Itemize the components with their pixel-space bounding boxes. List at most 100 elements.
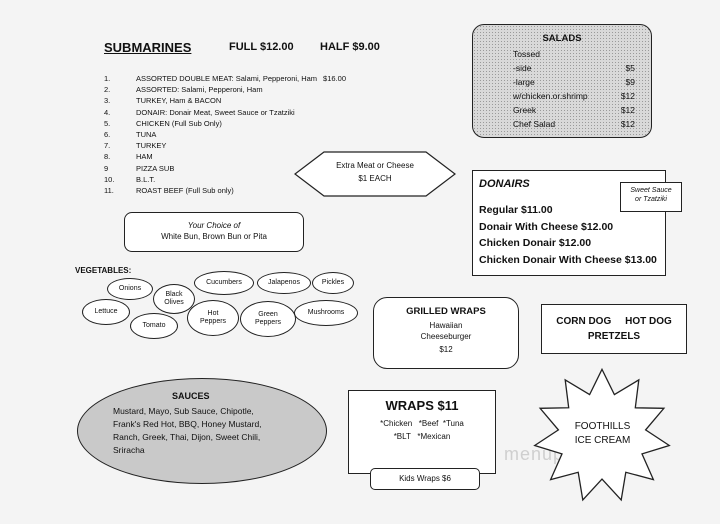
salad-item-name: Greek — [513, 105, 537, 115]
donairs-title: DONAIRS — [479, 178, 530, 190]
submarine-item-number: 3. — [104, 96, 111, 106]
sauces-list: Mustard, Mayo, Sub Sauce, Chipotle, Frank… — [113, 405, 262, 457]
bun-choice-box: Your Choice of White Bun, Brown Bun or P… — [124, 212, 304, 252]
donair-sauce-line2: or Tzatziki — [635, 196, 667, 203]
salads-title: SALADS — [542, 33, 582, 44]
sauce-line: Frank's Red Hot, BBQ, Honey Mustard, — [113, 419, 262, 429]
submarine-item-number: 4. — [104, 107, 111, 117]
grilled-wraps-line2: Cheeseburger — [420, 332, 472, 341]
submarine-item-number: 8. — [104, 152, 111, 162]
donair-item: Chicken Donair With Cheese $13.00 — [479, 253, 657, 266]
donair-item: Donair With Cheese $12.00 — [479, 220, 614, 233]
submarine-item-name: TUNA — [136, 130, 157, 140]
sauce-line: Sriracha — [113, 445, 145, 455]
submarines-half-price: HALF $9.00 — [320, 41, 380, 53]
submarine-item-name: ASSORTED: Salami, Pepperoni, Ham — [136, 85, 263, 95]
donair-sauce-line1: Sweet Sauce — [630, 187, 672, 194]
veg-tomato: Tomato — [130, 313, 178, 339]
foothills-line2: ICE CREAM — [574, 435, 631, 446]
salad-item: Chef Salad $12 — [513, 117, 635, 131]
submarine-item-number: 6. — [104, 130, 111, 140]
salad-item-price: $12 — [620, 105, 635, 115]
submarine-item: 2. ASSORTED: Salami, Pepperoni, Ham — [104, 84, 346, 95]
extra-meat-line1: Extra Meat or Cheese — [336, 161, 414, 170]
submarine-item-number: 5. — [104, 118, 111, 128]
submarine-item-number: 9 — [104, 163, 109, 173]
veg-green-peppers: Green Peppers — [240, 301, 296, 337]
grilled-wraps-title: GRILLED WRAPS — [406, 306, 486, 317]
corn-dog-box: CORN DOG HOT DOG PRETZELS — [541, 304, 687, 354]
sauces-title: SAUCES — [172, 391, 210, 401]
salad-item-name: -large — [513, 77, 535, 87]
submarine-item-name: TURKEY — [136, 141, 167, 151]
foothills-starburst — [533, 367, 671, 502]
salad-item-price: $12 — [620, 119, 635, 129]
submarine-item-name: TURKEY, Ham & BACON — [136, 96, 222, 106]
submarine-item: 11. ROAST BEEF (Full Sub only) — [104, 185, 346, 196]
extra-meat-hexagon — [294, 151, 456, 197]
submarine-item-number: 1. — [104, 74, 111, 83]
grilled-wraps-box: GRILLED WRAPS Hawaiian Cheeseburger $12 — [373, 297, 519, 369]
submarine-item: 10. B.L.T. — [104, 174, 346, 185]
veg-onions: Onions — [107, 278, 153, 300]
submarine-item-name: ASSORTED DOUBLE MEAT: Salami, Pepperoni,… — [136, 74, 318, 83]
submarine-item-name: PIZZA SUB — [136, 163, 175, 173]
salad-item: Greek $12 — [513, 103, 635, 117]
wraps-line2: *BLT *Mexican — [393, 432, 451, 441]
salads-header: Tossed — [513, 49, 540, 59]
wraps-title: WRAPS $11 — [385, 398, 459, 413]
submarines-list: 1. ASSORTED DOUBLE MEAT: Salami, Pepperon… — [104, 73, 346, 196]
corn-dog-line1: CORN DOG HOT DOG — [556, 316, 672, 327]
salad-item: w/chicken.or.shrimp $12 — [513, 89, 635, 103]
submarine-item-name: DONAIR: Donair Meat, Sweet Sauce or Tzat… — [136, 107, 295, 117]
submarine-item: 6. TUNA — [104, 129, 346, 140]
submarine-item-name: CHICKEN (Full Sub Only) — [136, 118, 222, 128]
submarine-item: 9 PIZZA SUB — [104, 163, 346, 174]
extra-meat-line2: $1 EACH — [358, 174, 392, 183]
salads-list: Tossed -side$5 -large $9 w/chicken.or.shrim… — [513, 47, 635, 131]
salad-item-price: $9 — [625, 77, 635, 87]
submarine-item-number: 2. — [104, 85, 111, 95]
submarines-full-price: FULL $12.00 — [229, 41, 294, 53]
submarine-item: 8.HAM — [104, 151, 346, 162]
salad-item-price: $5 — [625, 63, 635, 73]
kids-wraps-label: Kids Wraps $6 — [399, 474, 451, 483]
veg-hot-peppers: Hot Peppers — [187, 300, 239, 336]
donair-item: Regular $11.00 — [479, 204, 553, 216]
bun-choice-line1: Your Choice of — [187, 221, 241, 230]
corn-dog-line2: PRETZELS — [587, 331, 641, 342]
submarine-item-name: B.L.T. — [136, 174, 156, 184]
salad-item-price: $12 — [620, 91, 635, 101]
sauce-line: Mustard, Mayo, Sub Sauce, Chipotle, — [113, 406, 254, 416]
submarine-item-price: $16.00 — [323, 74, 346, 83]
veg-mushrooms: Mushrooms — [294, 300, 358, 326]
bun-choice-line2: White Bun, Brown Bun or Pita — [161, 232, 267, 241]
salad-item: -side$5 — [513, 61, 635, 75]
submarine-item: 7. TURKEY — [104, 140, 346, 151]
submarine-item-number: 11. — [104, 186, 114, 196]
submarine-item: 1. ASSORTED DOUBLE MEAT: Salami, Pepperon… — [104, 73, 346, 84]
submarine-item: 3. TURKEY, Ham & BACON — [104, 95, 346, 106]
foothills-line1: FOOTHILLS — [574, 421, 631, 432]
wraps-box: WRAPS $11 *Chicken *Beef *Tuna *BLT *Mex… — [348, 390, 496, 474]
submarine-item-number: 7. — [104, 141, 111, 151]
grilled-wraps-line1: Hawaiian — [429, 321, 463, 330]
veg-jalapenos: Jalapenos — [257, 272, 311, 294]
salad-item-name: w/chicken.or.shrimp — [513, 91, 588, 101]
kids-wraps-box: Kids Wraps $6 — [370, 468, 480, 490]
vegetables-title: VEGETABLES: — [75, 266, 132, 275]
salad-item-name: Chef Salad — [513, 119, 556, 129]
submarines-title: SUBMARINES — [104, 40, 192, 55]
salads-box: SALADS Tossed -side$5 -large $9 w/chicken.o… — [472, 24, 652, 138]
donair-item: Chicken Donair $12.00 — [479, 237, 592, 249]
veg-lettuce: Lettuce — [82, 299, 130, 325]
veg-black-olives: Black Olives — [153, 284, 195, 314]
submarine-item: 4. DONAIR: Donair Meat, Sweet Sauce or Tz… — [104, 107, 346, 118]
veg-cucumbers: Cucumbers — [194, 271, 254, 295]
submarine-item-name: ROAST BEEF (Full Sub only) — [136, 186, 234, 196]
salad-item: -large $9 — [513, 75, 635, 89]
submarine-item-number: 10. — [104, 174, 115, 184]
donair-sauce-box: Sweet Sauce or Tzatziki — [620, 182, 682, 212]
grilled-wraps-price: $12 — [439, 345, 453, 354]
sauces-ellipse — [77, 378, 327, 484]
